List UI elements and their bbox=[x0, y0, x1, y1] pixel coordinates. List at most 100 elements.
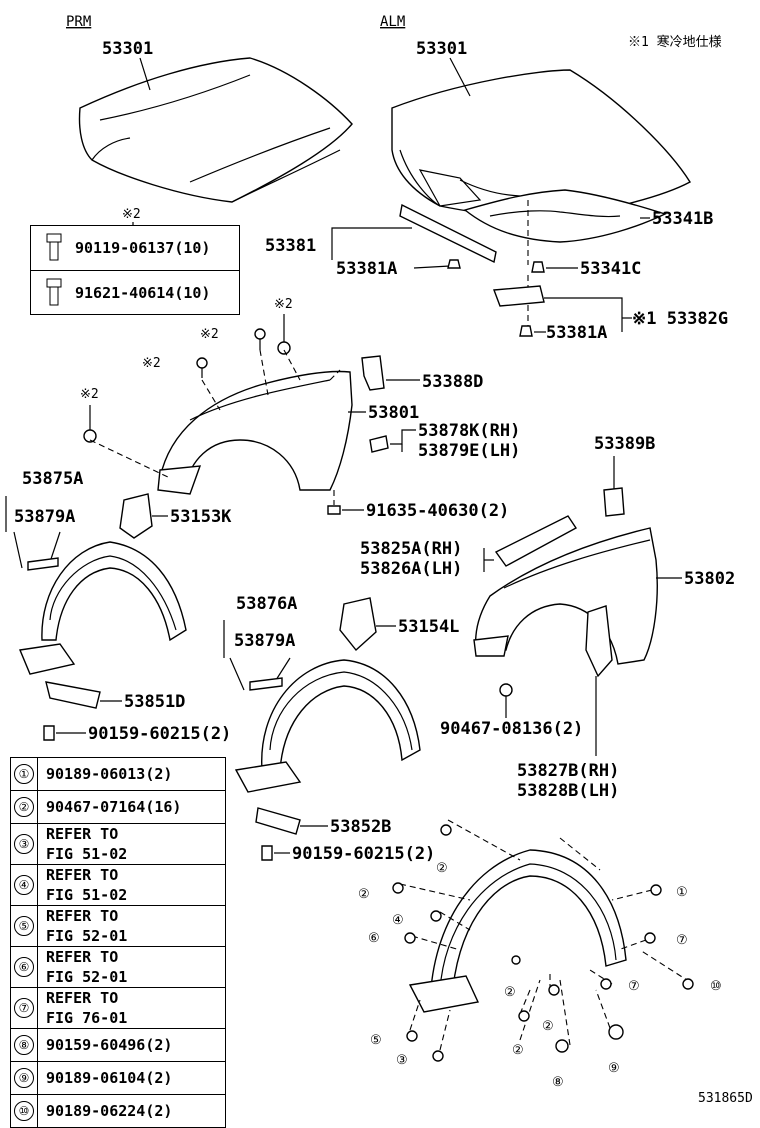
screw-90159-1 bbox=[43, 725, 55, 741]
clip-53879A-1 bbox=[27, 557, 59, 571]
label-90467-08136: 90467-08136(2) bbox=[440, 719, 583, 739]
label-53825A: 53825A(RH) bbox=[360, 539, 462, 559]
clip-53879A-2 bbox=[249, 677, 283, 691]
clip-53341C bbox=[531, 261, 545, 273]
label-53827B: 53827B(RH) bbox=[517, 761, 619, 781]
marker-9: ⑨ bbox=[608, 1061, 620, 1076]
label-53389B: 53389B bbox=[594, 434, 655, 454]
label-53381: 53381 bbox=[265, 236, 316, 256]
legend-num: ⑦ bbox=[14, 998, 34, 1018]
bracket-53825A bbox=[494, 515, 578, 567]
bracket-53389B bbox=[603, 487, 625, 517]
legend-text: REFER TO FIG 76-01 bbox=[37, 987, 226, 1029]
marker-7-a: ⑦ bbox=[676, 933, 688, 948]
bolt-box-label-2: 91621-40614(10) bbox=[75, 284, 211, 302]
clip-53381A bbox=[447, 259, 461, 269]
label-53301-prm: 53301 bbox=[102, 39, 153, 59]
legend-num: ④ bbox=[14, 875, 34, 895]
marker-2-e: ② bbox=[512, 1043, 524, 1058]
shield-53154L bbox=[339, 597, 377, 652]
shield-53153K bbox=[119, 493, 153, 539]
mark-star2-d: ※2 bbox=[80, 387, 99, 402]
label-53341B: 53341B bbox=[652, 209, 713, 229]
mark-star2-c: ※2 bbox=[142, 356, 161, 371]
label-90159-2: 90159-60215(2) bbox=[292, 844, 435, 864]
bolt-box-label-1: 90119-06137(10) bbox=[75, 239, 211, 257]
legend-num: ① bbox=[14, 764, 34, 784]
mark-star2-b: ※2 bbox=[200, 327, 219, 342]
bolt-box-row: 91621-40614(10) bbox=[31, 270, 239, 315]
label-53852B: 53852B bbox=[330, 817, 391, 837]
rear-fastener-markers: ② ② ④ ⑥ ⑤ ③ ① ⑦ ⑦ ⑩ ② ② ② ⑧ ⑨ bbox=[358, 824, 722, 1090]
legend-num: ⑤ bbox=[14, 916, 34, 936]
marker-7-b: ⑦ bbox=[628, 979, 640, 994]
liner-53876A-drawing bbox=[234, 659, 421, 793]
label-53341C: 53341C bbox=[580, 259, 641, 279]
label-53879A-2: 53879A bbox=[234, 631, 295, 651]
label-53381A-1: 53381A bbox=[336, 259, 397, 279]
bracket-53878K bbox=[369, 435, 389, 453]
header-note: ※1 寒冷地仕様 bbox=[628, 34, 722, 50]
label-91635: 91635-40630(2) bbox=[366, 501, 509, 521]
marker-2-d: ② bbox=[542, 1019, 554, 1034]
label-53388D: 53388D bbox=[422, 372, 483, 392]
marker-2-a: ② bbox=[436, 861, 448, 876]
legend-text: 90189-06224(2) bbox=[37, 1094, 226, 1128]
bolt-box-row: 90119-06137(10) bbox=[31, 226, 239, 270]
seal-53382G bbox=[493, 285, 545, 307]
label-53153K: 53153K bbox=[170, 507, 232, 527]
bolt-icon bbox=[46, 278, 62, 306]
label-53154L: 53154L bbox=[398, 617, 459, 637]
hood-prm-drawing bbox=[78, 57, 353, 203]
label-53802: 53802 bbox=[684, 569, 735, 589]
label-53878K: 53878K(RH) bbox=[418, 421, 520, 441]
seal-53851D bbox=[45, 681, 101, 709]
legend-text: REFER TO FIG 52-01 bbox=[37, 905, 226, 947]
label-53851D: 53851D bbox=[124, 692, 185, 712]
legend-text: REFER TO FIG 51-02 bbox=[37, 823, 226, 865]
bolt-box: 90119-06137(10) 91621-40614(10) bbox=[30, 225, 240, 315]
label-53382G: ※1 53382G bbox=[632, 309, 728, 329]
label-53301-alm: 53301 bbox=[416, 39, 467, 59]
bolt-91635 bbox=[327, 505, 341, 515]
label-53879E: 53879E(LH) bbox=[418, 441, 520, 461]
legend-num: ③ bbox=[14, 834, 34, 854]
hood-seal-53381 bbox=[399, 203, 497, 264]
label-53876A: 53876A bbox=[236, 594, 297, 614]
header-alm: ALM bbox=[380, 14, 405, 30]
label-53826A: 53826A(LH) bbox=[360, 559, 462, 579]
label-53879A-1: 53879A bbox=[14, 507, 75, 527]
header-prm: PRM bbox=[66, 14, 91, 30]
marker-2-c: ② bbox=[504, 985, 516, 1000]
legend-text: REFER TO FIG 51-02 bbox=[37, 864, 226, 906]
fender-53802-drawing bbox=[473, 527, 658, 665]
legend-text: 90467-07164(16) bbox=[37, 790, 226, 824]
marker-2-b: ② bbox=[358, 887, 370, 902]
fender-53801-drawing bbox=[89, 349, 353, 495]
bracket-53388D bbox=[361, 355, 385, 391]
seal-53852B bbox=[255, 807, 301, 835]
legend-num: ⑨ bbox=[14, 1068, 34, 1088]
label-53828B: 53828B(LH) bbox=[517, 781, 619, 801]
label-53381A-2: 53381A bbox=[546, 323, 607, 343]
panel-53827B bbox=[585, 605, 613, 678]
legend-text: REFER TO FIG 52-01 bbox=[37, 946, 226, 988]
mark-star2-a: ※2 bbox=[274, 297, 293, 312]
clip-90467-08136 bbox=[499, 683, 513, 697]
liner-rear-assembly-drawing bbox=[399, 819, 691, 1051]
legend-text: 90189-06013(2) bbox=[37, 757, 226, 791]
marker-3: ③ bbox=[396, 1053, 408, 1068]
label-53801: 53801 bbox=[368, 403, 419, 423]
label-53875A: 53875A bbox=[22, 469, 83, 489]
hood-alm-drawing bbox=[391, 69, 691, 243]
